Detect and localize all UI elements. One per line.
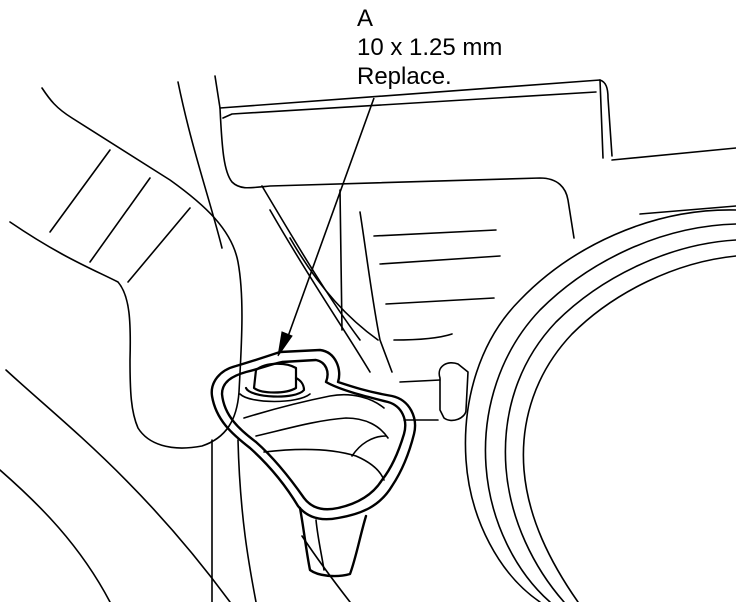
diagonal-rail xyxy=(261,185,361,341)
frame-member xyxy=(177,81,223,249)
drum-ring xyxy=(522,255,736,602)
mount-bracket-ridge xyxy=(351,435,387,457)
cable xyxy=(301,535,351,602)
mount-bracket-outer xyxy=(210,348,417,521)
upper-bracket xyxy=(599,79,613,157)
bolt-flange xyxy=(244,376,306,398)
mount-bracket-ridge xyxy=(263,448,385,481)
bolt-head xyxy=(252,362,298,394)
frame-member xyxy=(237,439,257,602)
diagonal-rail xyxy=(289,237,379,341)
inner-frame xyxy=(399,379,441,383)
diagonal-rail xyxy=(269,209,371,373)
lower-left-edge xyxy=(5,369,231,602)
callout-leader-line xyxy=(285,97,375,343)
upper-bracket-right xyxy=(611,147,736,161)
inner-frame xyxy=(359,211,393,373)
left-panel-rib xyxy=(89,177,151,263)
small-tab xyxy=(438,362,469,422)
drum-outer xyxy=(464,209,736,602)
mount-bracket-ridge xyxy=(243,393,385,419)
upper-bracket xyxy=(219,107,575,239)
upper-bracket-right xyxy=(639,205,736,215)
callout-leader-arrow xyxy=(277,97,375,357)
left-panel-outline xyxy=(9,87,243,449)
inner-frame xyxy=(373,229,497,237)
left-panel-rib xyxy=(127,207,191,283)
callout-bolt-size: 10 x 1.25 mm xyxy=(357,34,503,61)
upper-bracket xyxy=(214,75,604,159)
callout-letter: A xyxy=(357,5,374,32)
drum-ring xyxy=(504,239,736,602)
inner-frame xyxy=(385,297,495,305)
upper-bracket xyxy=(222,91,597,119)
mount-bracket-ridge xyxy=(255,417,389,439)
drum-ring xyxy=(484,223,736,602)
inner-frame xyxy=(339,189,343,331)
inner-frame xyxy=(393,333,453,341)
mount-bracket-inner xyxy=(220,358,407,511)
callout-arrowhead xyxy=(277,331,293,357)
left-panel-rib xyxy=(49,149,111,233)
inner-frame xyxy=(379,255,501,265)
bolt-seat xyxy=(239,393,311,403)
lower-left-edge xyxy=(0,469,111,602)
callout-note: Replace. xyxy=(357,63,452,90)
